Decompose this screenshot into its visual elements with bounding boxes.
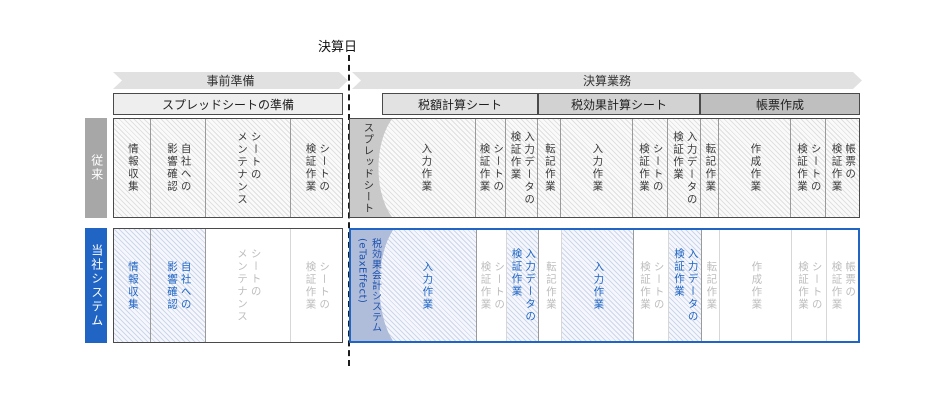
ours-cell-input-data-verify-2: 入力データの 検証作業 [669,230,702,341]
legacy-cell-creation-work: 作成作業 [719,119,791,217]
cell-label: 入力作業 [591,143,604,193]
legacy-cell-sheet-maintenance: シートの メンテナンス [206,119,291,217]
cell-label: シートの 検証作業 [304,260,331,311]
legacy-cell-input-work-1: 入力作業 [376,119,476,217]
legacy-tool-label-spreadsheet: スプレッドシート [362,122,375,214]
cell-label: 入力データの 検証作業 [672,130,698,206]
legacy-cell-input-work-2: 入力作業 [561,119,633,217]
legacy-cell-impact-check: 自社への 影響確認 [151,119,206,217]
ours-cell-transcribe-2-eliminated: 転記作業 [702,230,720,341]
cell-label: 作成作業 [749,143,762,193]
ours-cell-transcribe-1-eliminated: 転記作業 [539,230,562,341]
cell-label: シートの 検証作業 [638,143,664,193]
legacy-cell-sheet-verification: シートの 検証作業 [291,119,342,217]
section-header-tax-effect-calc-sheet: 税効果計算シート [538,93,700,115]
cell-label: 転記作業 [704,143,717,193]
cell-label: 自社への 影響確認 [166,260,192,311]
legacy-closing-box: 入力作業 シートの 検証作業 入力データの 検証作業 転記作業 入力作業 シート… [349,118,860,218]
row-label-our-system: 当社システム [85,228,107,343]
legacy-cell-transcribe-2: 転記作業 [701,119,719,217]
cell-label: シートの メンテナンス [236,130,262,206]
section-header-tax-calc-sheet: 税額計算シート [382,93,538,115]
ours-cell-input-data-verify-1: 入力データの 検証作業 [507,230,539,341]
phase-arrow-preparation: 事前準備 [113,72,348,89]
row-label-legacy: 従来 [85,118,107,218]
legacy-cell-input-data-verify-2: 入力データの 検証作業 [668,119,701,217]
phase-arrow-preparation-label: 事前準備 [206,74,255,88]
legacy-cell-info-gathering: 情報収集 [114,119,151,217]
cell-label: シートの 検証作業 [304,143,331,193]
legacy-cell-sheet-verify-1: シートの 検証作業 [476,119,506,217]
phase-arrow-closing-label: 決算業務 [582,74,631,88]
row-label-our-system-text: 当社システム [89,243,104,328]
deadline-label: 決算日 [318,40,358,55]
cell-label: 帳票の 検証作業 [830,260,857,311]
ours-preparation-box: 情報収集 自社への 影響確認 シートの メンテナンス シートの 検証作業 [113,228,343,343]
ours-cell-input-work-2: 入力作業 [562,230,634,341]
cell-label: 転記作業 [543,143,556,193]
ours-cell-impact-check: 自社への 影響確認 [151,229,206,342]
cell-label: 転記作業 [705,260,718,311]
legacy-cell-input-data-verify-1: 入力データの 検証作業 [506,119,538,217]
cell-label: シートの 検証作業 [478,143,505,193]
cell-label: 自社への 影響確認 [166,143,192,193]
section-header-spreadsheet-preparation: スプレッドシートの準備 [113,93,343,115]
ours-cell-report-verify-eliminated: 帳票の 検証作業 [827,230,858,341]
ours-cell-sheet-verification-eliminated: シートの 検証作業 [291,229,342,342]
cell-label: 入力作業 [421,260,434,311]
ours-closing-box: 入力作業 シートの 検証作業 入力データの 検証作業 転記作業 入力作業 シート… [349,228,860,343]
cell-label: シートの 検証作業 [797,260,823,311]
section-header-report-creation: 帳票作成 [700,93,860,115]
phase-arrow-closing: 決算業務 [352,72,862,89]
cell-label: シートの 検証作業 [479,260,506,311]
cell-label: 入力データの 検証作業 [510,248,537,323]
cell-label: 転記作業 [544,260,557,311]
cell-label: 情報収集 [126,143,139,193]
legacy-cell-sheet-verify-3: シートの 検証作業 [791,119,826,217]
cell-label: 入力データの 検証作業 [509,130,536,206]
row-label-legacy-text: 従来 [89,154,104,182]
cell-label: 作成作業 [750,260,763,311]
ours-cell-sheet-verify-1-eliminated: シートの 検証作業 [477,230,507,341]
legacy-cell-report-verify: 帳票の 検証作業 [826,119,859,217]
cell-label: 入力データの 検証作業 [673,248,699,323]
cell-label: シートの 検証作業 [639,260,665,311]
cell-label: 情報収集 [126,260,139,311]
ours-cell-sheet-maintenance-eliminated: シートの メンテナンス [206,229,291,342]
ours-cell-info-gathering: 情報収集 [114,229,151,342]
cell-label: シートの 検証作業 [796,143,822,193]
legacy-preparation-box: 情報収集 自社への 影響確認 シートの メンテナンス シートの 検証作業 [113,118,343,218]
ours-cell-sheet-verify-2-eliminated: シートの 検証作業 [634,230,669,341]
cell-label: 入力作業 [592,260,605,311]
ours-cell-input-work-1: 入力作業 [377,230,477,341]
legacy-cell-sheet-verify-2: シートの 検証作業 [633,119,668,217]
legacy-cell-transcribe-1: 転記作業 [538,119,561,217]
cell-label: 入力作業 [420,143,433,193]
ours-cell-creation-work-eliminated: 作成作業 [720,230,792,341]
ours-tool-label-etaxeffect: 税効果会計システム (eTaxEffect) [356,238,381,333]
cell-label: 帳票の 検証作業 [830,143,857,193]
cell-label: シートの メンテナンス [236,248,262,323]
ours-cell-sheet-verify-3-eliminated: シートの 検証作業 [792,230,827,341]
